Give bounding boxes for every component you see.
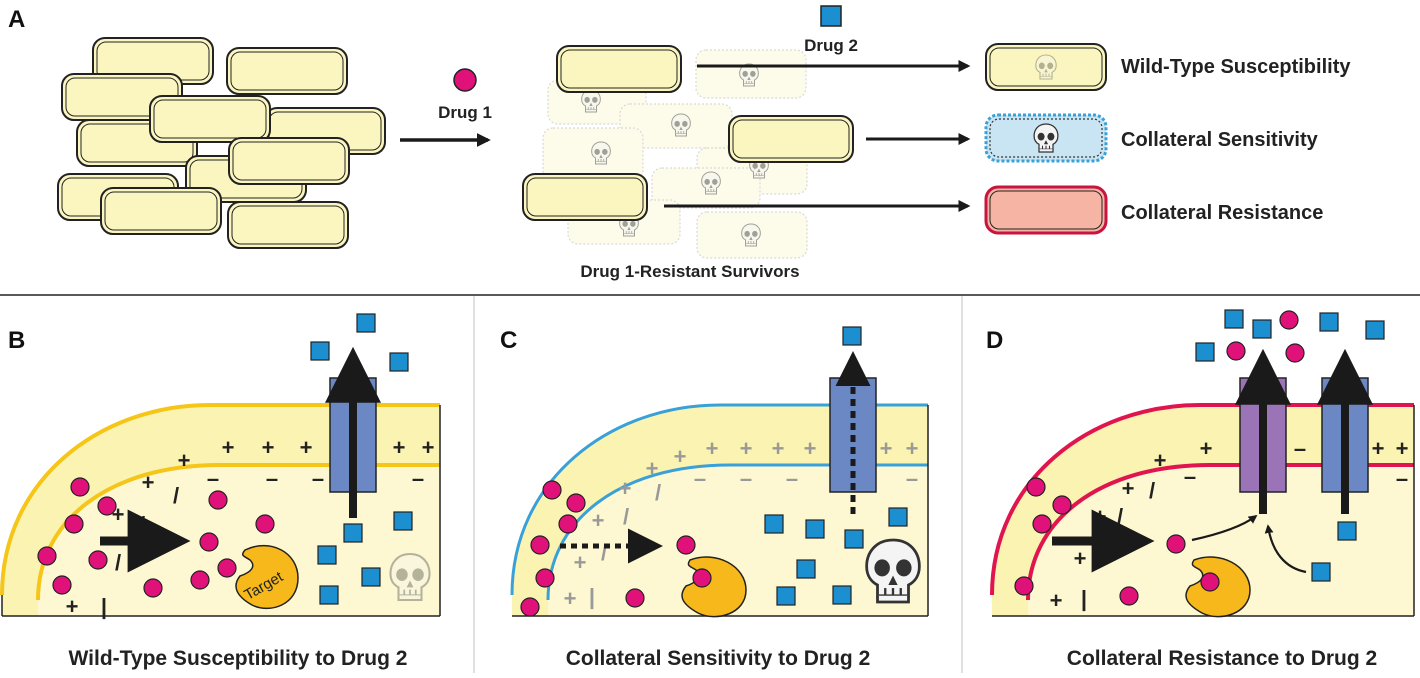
svg-text:–: – bbox=[786, 466, 798, 491]
svg-text:+: + bbox=[142, 470, 155, 495]
sensitive-outcome-cell bbox=[984, 113, 1108, 163]
svg-text:+: + bbox=[222, 435, 235, 460]
svg-text:/: / bbox=[601, 540, 607, 565]
svg-text:/: / bbox=[655, 480, 661, 505]
svg-text:+: + bbox=[1372, 436, 1385, 461]
svg-text:+: + bbox=[740, 436, 753, 461]
drug2-molecules bbox=[1195, 309, 1385, 582]
drug2-label: Drug 2 bbox=[804, 36, 858, 55]
wildtype-outcome-cell bbox=[985, 43, 1107, 91]
svg-text:+: + bbox=[674, 444, 687, 469]
panel-a: A Drug 1 bbox=[8, 5, 1351, 281]
outer-membrane bbox=[990, 403, 1414, 596]
svg-text:+: + bbox=[564, 586, 577, 611]
panel-d: D + + + + + + + + | / / / – – – bbox=[986, 309, 1415, 670]
svg-text:+: + bbox=[393, 435, 406, 460]
drug2-square-icon bbox=[820, 5, 842, 27]
panel-b: B + + + + + + + + + + | / / / – – – – bbox=[0, 313, 441, 670]
panel-a-label: A bbox=[8, 6, 25, 33]
target-enzyme-icon: Target bbox=[235, 545, 299, 610]
svg-text:+: + bbox=[1396, 436, 1409, 461]
outer-membrane bbox=[0, 403, 440, 596]
efflux-pump-purple-icon bbox=[1235, 348, 1291, 514]
survivors-label: Drug 1-Resistant Survivors bbox=[580, 262, 799, 281]
target-enzyme-icon bbox=[1185, 556, 1251, 618]
drug1-label: Drug 1 bbox=[438, 103, 492, 122]
svg-text:+: + bbox=[574, 550, 587, 575]
svg-text:|: | bbox=[1081, 586, 1087, 611]
panel-d-label: D bbox=[986, 327, 1003, 354]
outcome-resistant-label: Collateral Resistance bbox=[1121, 202, 1323, 224]
svg-text:+: + bbox=[1074, 546, 1087, 571]
svg-text:+: + bbox=[619, 476, 632, 501]
outer-membrane bbox=[510, 403, 928, 596]
svg-text:/: / bbox=[1117, 504, 1123, 529]
svg-text:+: + bbox=[66, 594, 79, 619]
panel-c: C + + + + + + + + + + + + | / / / – – – … bbox=[500, 326, 929, 670]
svg-text:+: + bbox=[772, 436, 785, 461]
inner-membrane bbox=[1026, 463, 1414, 601]
inner-membrane bbox=[546, 463, 928, 601]
svg-text:|: | bbox=[589, 584, 595, 609]
svg-text:+: + bbox=[706, 436, 719, 461]
drug1-efflux-path bbox=[1191, 514, 1258, 542]
drug2-molecules bbox=[764, 326, 908, 606]
svg-text:–: – bbox=[694, 466, 706, 491]
svg-text:/: / bbox=[173, 483, 179, 508]
panel-c-caption: Collateral Sensitivity to Drug 2 bbox=[566, 647, 871, 670]
initial-population bbox=[57, 37, 386, 249]
svg-text:+: + bbox=[262, 435, 275, 460]
svg-text:+: + bbox=[1094, 504, 1107, 529]
efflux-pump-icon bbox=[325, 346, 381, 518]
svg-text:–: – bbox=[207, 466, 219, 491]
drug1-molecules bbox=[37, 477, 275, 598]
svg-text:+: + bbox=[178, 448, 191, 473]
efflux-pump-icon bbox=[1317, 348, 1373, 514]
svg-text:+: + bbox=[1200, 436, 1213, 461]
panel-c-label: C bbox=[500, 327, 517, 354]
svg-text:–: – bbox=[1184, 464, 1196, 489]
svg-text:+: + bbox=[646, 456, 659, 481]
svg-text:+: + bbox=[422, 435, 435, 460]
charge-signs: + + + + + + + + + + | / / / – – – – bbox=[66, 435, 435, 619]
svg-text:/: / bbox=[115, 550, 121, 575]
charge-signs: + + + + + + + + + + + + | / / / – – – – bbox=[564, 436, 919, 611]
svg-text:/: / bbox=[623, 504, 629, 529]
outcome-wildtype-label: Wild-Type Susceptibility bbox=[1121, 56, 1351, 78]
svg-text:+: + bbox=[1122, 476, 1135, 501]
svg-text:+: + bbox=[1050, 588, 1063, 613]
drug2-efflux-path bbox=[1264, 524, 1307, 574]
svg-text:–: – bbox=[266, 466, 278, 491]
svg-text:+: + bbox=[804, 436, 817, 461]
panel-b-caption: Wild-Type Susceptibility to Drug 2 bbox=[69, 647, 408, 670]
drug1-circle-icon bbox=[453, 68, 477, 92]
svg-text:+: + bbox=[906, 436, 919, 461]
svg-text:–: – bbox=[1396, 466, 1408, 491]
svg-text:–: – bbox=[740, 466, 752, 491]
svg-text:/: / bbox=[1149, 478, 1155, 503]
efflux-pump-icon bbox=[829, 351, 877, 514]
svg-text:–: – bbox=[412, 466, 424, 491]
resistant-outcome-cell bbox=[984, 185, 1108, 235]
svg-text:|: | bbox=[101, 594, 107, 619]
panel-d-caption: Collateral Resistance to Drug 2 bbox=[1067, 647, 1377, 670]
drug2-molecules bbox=[310, 313, 413, 605]
svg-text:+: + bbox=[300, 435, 313, 460]
svg-text:–: – bbox=[1294, 436, 1306, 461]
drug1-molecules bbox=[1014, 310, 1305, 606]
inner-membrane bbox=[36, 463, 440, 601]
outcome-sensitive-label: Collateral Sensitivity bbox=[1121, 129, 1319, 151]
svg-text:+: + bbox=[880, 436, 893, 461]
svg-text:/: / bbox=[139, 512, 145, 537]
svg-text:–: – bbox=[312, 466, 324, 491]
svg-text:+: + bbox=[1154, 448, 1167, 473]
target-enzyme-icon bbox=[681, 556, 747, 618]
surviving-cells bbox=[522, 45, 854, 221]
drug1-molecules bbox=[520, 480, 696, 617]
svg-text:+: + bbox=[592, 508, 605, 533]
panel-b-label: B bbox=[8, 327, 25, 354]
svg-text:–: – bbox=[906, 466, 918, 491]
